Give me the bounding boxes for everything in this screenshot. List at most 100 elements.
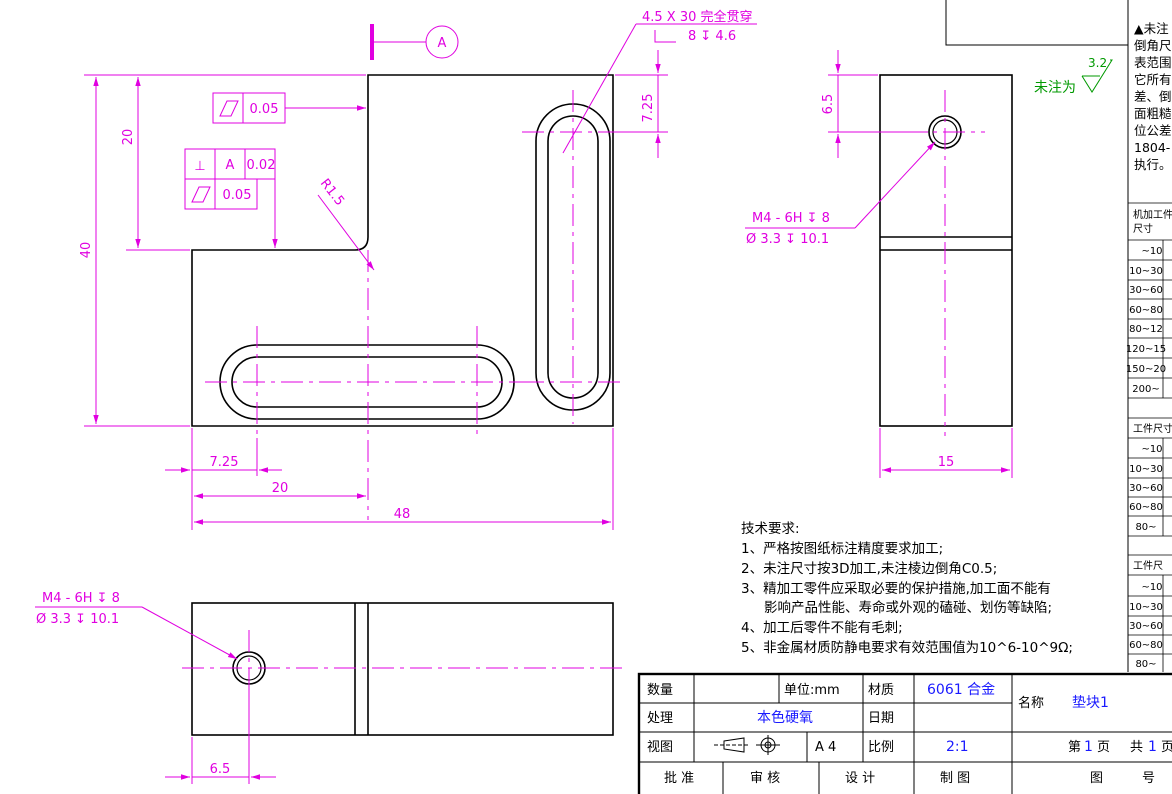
tbl-r1-1: 10~30 bbox=[1129, 266, 1163, 277]
date-label: 日期 bbox=[868, 711, 894, 726]
tbl-r2-2: 30~60 bbox=[1129, 483, 1163, 494]
radius-callout: R1.5 bbox=[317, 176, 375, 271]
dim-20-v: 20 bbox=[121, 129, 136, 146]
side-note-4: 差、倒 bbox=[1134, 89, 1172, 104]
side-note-6: 位公差 bbox=[1134, 123, 1172, 138]
side-note-5: 面粗糙 bbox=[1134, 106, 1172, 121]
radius-label: R1.5 bbox=[317, 176, 347, 209]
perp-symbol: ⊥ bbox=[194, 159, 205, 174]
tbl-h2: 工件尺寸 bbox=[1133, 422, 1172, 435]
tbl-r3-1: 10~30 bbox=[1129, 602, 1163, 613]
tech-item-5: 5、非金属材质防静电要求有效范围值为10^6-10^9Ω; bbox=[741, 640, 1073, 656]
tbl-h1: 机加工件 bbox=[1133, 208, 1172, 221]
front-outline bbox=[191, 74, 614, 427]
bottom-centerlines bbox=[182, 630, 624, 706]
title-block bbox=[637, 672, 1172, 794]
bottom-hole-note-1: M4 - 6H ↧ 8 bbox=[42, 591, 120, 606]
scale-value: 2:1 bbox=[946, 739, 969, 755]
side-centerlines bbox=[905, 90, 985, 436]
review-label: 审 核 bbox=[750, 771, 780, 786]
dim-7-25-v: 7.25 bbox=[641, 94, 656, 123]
side-hole-note-1: M4 - 6H ↧ 8 bbox=[752, 211, 830, 226]
tech-item-3: 3、精加工零件应采取必要的保护措施,加工面不能有 bbox=[741, 580, 1051, 597]
side-panel: ▲未注 倒角尺 表范围 它所有 差、倒 面粗糙 位公差 1804- 执行。 bbox=[945, 0, 1172, 672]
slot-note-sub: 8 ↧ 4.6 bbox=[688, 29, 736, 44]
datum-a: A bbox=[370, 24, 459, 60]
page-prefix: 第 bbox=[1068, 740, 1081, 755]
front-centerlines bbox=[205, 90, 624, 520]
paper-size: A 4 bbox=[815, 740, 836, 755]
tbl-r1-5: 120~15 bbox=[1126, 344, 1166, 355]
datum-a-label: A bbox=[438, 36, 447, 51]
side-view bbox=[879, 74, 1013, 427]
front-vertical-dims bbox=[84, 50, 668, 427]
tbl-r2-0: ~10 bbox=[1141, 444, 1162, 455]
tbl-r1-0: ~10 bbox=[1141, 246, 1162, 257]
page-current: 1 bbox=[1084, 739, 1093, 755]
flatness-1-value: 0.05 bbox=[250, 102, 279, 117]
bottom-hole-note-2: Ø 3.3 ↧ 10.1 bbox=[36, 612, 119, 627]
perp-value: 0.02 bbox=[247, 158, 276, 173]
tbl-h1b: 尺寸 bbox=[1133, 222, 1153, 235]
dim-20-h: 20 bbox=[272, 481, 289, 496]
tbl-r3-2: 30~60 bbox=[1129, 621, 1163, 632]
total-prefix: 共 bbox=[1130, 740, 1143, 755]
tech-item-2: 2、未注尺寸按3D加工,未注棱边倒角C0.5; bbox=[741, 561, 997, 577]
tbl-h3: 工件尺 bbox=[1133, 560, 1163, 572]
slot-note: 4.5 X 30 完全贯穿 8 ↧ 4.6 bbox=[562, 9, 757, 154]
slot-note-text: 4.5 X 30 完全贯穿 bbox=[642, 9, 753, 25]
tbl-r1-2: 30~60 bbox=[1129, 285, 1163, 296]
design-label: 设 计 bbox=[845, 771, 875, 786]
tbl-r2-4: 80~ bbox=[1135, 522, 1156, 533]
tbl-r2-1: 10~30 bbox=[1129, 464, 1163, 475]
tolerance-table bbox=[1128, 202, 1172, 672]
treatment-label: 处理 bbox=[647, 711, 673, 726]
material-value: 6061 合金 bbox=[927, 682, 995, 698]
name-label: 名称 bbox=[1018, 695, 1044, 711]
drawing-no-label: 图 bbox=[1090, 771, 1103, 786]
unmarked-label: 未注为 bbox=[1034, 80, 1076, 96]
dim-48: 48 bbox=[394, 507, 411, 522]
unit-label: 单位:mm bbox=[784, 683, 840, 698]
tbl-r3-0: ~10 bbox=[1141, 582, 1162, 593]
drawing-no-label-2: 号 bbox=[1142, 771, 1155, 786]
tolerance-table-text: 机加工件 尺寸 ~10 10~30 30~60 60~80 80~12 120~… bbox=[1126, 208, 1172, 670]
tech-title: 技术要求: bbox=[741, 521, 800, 537]
roughness-value: 3.2 bbox=[1088, 56, 1107, 70]
dim-6-5-h: 6.5 bbox=[210, 762, 231, 777]
tbl-r3-3: 60~80 bbox=[1129, 640, 1163, 651]
front-horizontal-dims bbox=[165, 428, 614, 530]
dim-6-5-v: 6.5 bbox=[821, 94, 836, 115]
approve-label: 批 准 bbox=[664, 771, 694, 786]
tbl-r1-3: 60~80 bbox=[1129, 305, 1163, 316]
bottom-view bbox=[191, 602, 614, 736]
front-view bbox=[191, 74, 614, 427]
side-hole-note-2: Ø 3.3 ↧ 10.1 bbox=[746, 232, 829, 247]
side-dims bbox=[745, 50, 1013, 478]
side-note-1: 倒角尺 bbox=[1134, 38, 1172, 53]
tech-requirements: 技术要求: 1、严格按图纸标注精度要求加工; 2、未注尺寸按3D加工,未注棱边倒… bbox=[741, 521, 1073, 656]
page-total: 1 bbox=[1148, 739, 1157, 755]
tbl-r1-4: 80~12 bbox=[1129, 324, 1163, 335]
title-block-text: 数量 单位:mm 材质 6061 合金 名称 垫块1 处理 本色硬氧 日期 视图… bbox=[647, 682, 1172, 786]
view-label: 视图 bbox=[647, 740, 673, 755]
tech-item-1: 1、严格按图纸标注精度要求加工; bbox=[741, 541, 943, 557]
bottom-dims bbox=[35, 606, 276, 784]
dim-40: 40 bbox=[79, 242, 94, 259]
tbl-r3-4: 80~ bbox=[1135, 659, 1156, 670]
side-note-7: 1804- bbox=[1134, 140, 1170, 155]
dim-7-25-h: 7.25 bbox=[210, 455, 239, 470]
tbl-r2-3: 60~80 bbox=[1129, 502, 1163, 513]
material-label: 材质 bbox=[868, 683, 894, 698]
roughness-symbol bbox=[1081, 59, 1113, 93]
tbl-r1-7: 200~ bbox=[1132, 384, 1159, 395]
side-note-8: 执行。 bbox=[1134, 157, 1172, 172]
side-note-2: 表范围 bbox=[1134, 55, 1172, 70]
treatment-value: 本色硬氧 bbox=[757, 709, 813, 726]
name-value: 垫块1 bbox=[1072, 695, 1109, 711]
flatness-2-value: 0.05 bbox=[223, 188, 252, 203]
side-note-3: 它所有 bbox=[1134, 72, 1172, 87]
total-suffix: 页 bbox=[1161, 740, 1172, 755]
dim-15: 15 bbox=[938, 455, 955, 470]
